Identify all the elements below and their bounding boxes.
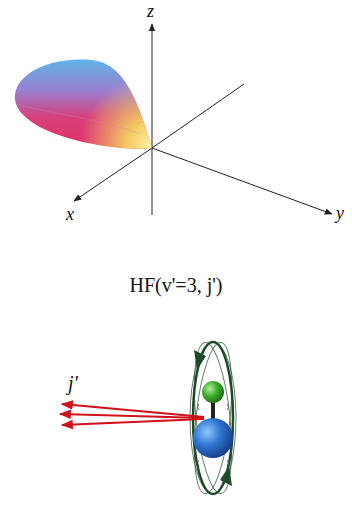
j-vector xyxy=(60,404,204,425)
axis-label: z xyxy=(147,2,154,22)
state-label: HF(v'=3, j') xyxy=(130,274,223,296)
axis-label: y xyxy=(336,204,344,224)
axis-label: x xyxy=(66,205,74,225)
polar-lobe xyxy=(15,60,152,149)
vector-label: j' xyxy=(68,372,78,394)
hf-molecule xyxy=(193,381,233,466)
